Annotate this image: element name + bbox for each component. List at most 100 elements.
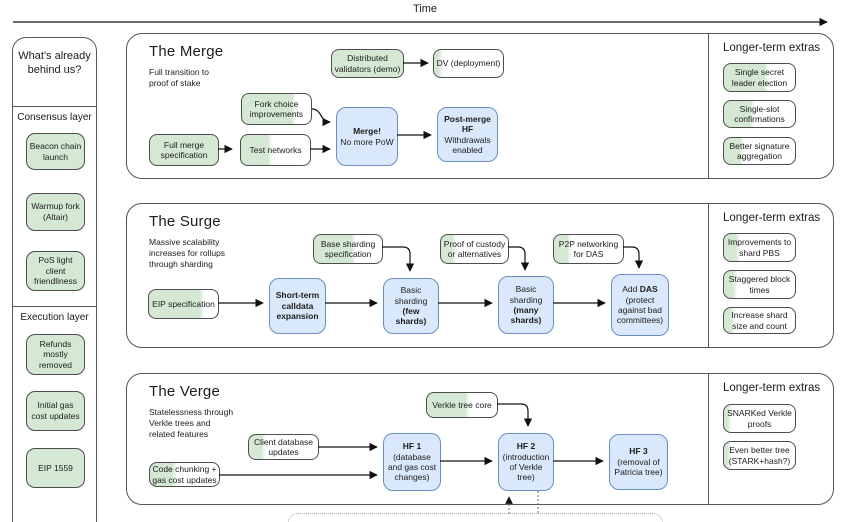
- merge-title: The Merge: [149, 43, 224, 60]
- node-label: Initial gas cost updates: [31, 400, 80, 421]
- extra-better-signature-aggregation: Better signature aggregation: [723, 137, 796, 165]
- verge-subtitle: Statelessness through Verkle trees and r…: [149, 407, 234, 440]
- merge-subtitle: Full transition to proof of stake: [149, 67, 209, 89]
- milestone-body: (database and gas cost changes): [387, 451, 437, 483]
- milestone-headline: Short-term calldata expansion: [275, 290, 320, 322]
- node-refunds-removed: Refunds mostly removed: [26, 334, 85, 375]
- node-distributed-validators: Distributed validators (demo): [331, 49, 404, 78]
- next-phase-dotted-box: [288, 513, 663, 522]
- node-client-database-updates: Client database updates: [248, 434, 319, 460]
- node-label: Single-slot confirmations: [734, 103, 785, 124]
- milestone-headline: Add DAS: [622, 284, 658, 295]
- node-short-term-calldata: Short-term calldata expansion: [269, 278, 326, 334]
- node-add-das: Add DAS (protect against bad committees): [611, 274, 669, 336]
- node-label: Staggered block times: [728, 274, 791, 295]
- node-label: Full merge specification: [160, 139, 208, 160]
- surge-title: The Surge: [149, 213, 221, 230]
- node-label: Test networks: [249, 144, 302, 155]
- behind-us-sidebar: What's already behind us? Consensus laye…: [12, 37, 97, 522]
- node-label: Improvements to shard PBS: [727, 237, 792, 258]
- node-label: EIP 1559: [38, 462, 73, 473]
- node-label: PoS light client friendliness: [34, 255, 77, 287]
- node-warmup-fork-altair: Warmup fork (Altair): [26, 193, 85, 231]
- node-label: Beacon chain launch: [29, 140, 82, 162]
- surge-extras-title: Longer-term extras: [723, 212, 821, 224]
- node-label: Fork choice improvements: [249, 98, 304, 119]
- milestone-headline: HF 1: [402, 441, 422, 452]
- milestone-body: Basic sharding: [509, 284, 543, 305]
- verge-extras-title: Longer-term extras: [723, 382, 821, 394]
- milestone-headline: Merge!: [353, 126, 381, 137]
- node-label: Distributed validators (demo): [334, 53, 401, 74]
- milestone-body: Withdrawals enabled: [444, 134, 491, 155]
- node-label: Even better tree (STARK+hash?): [728, 445, 791, 466]
- verge-title: The Verge: [149, 383, 221, 400]
- milestone-body: No more PoW: [340, 136, 394, 147]
- milestone-body: (introduction of Verkle tree): [502, 451, 550, 483]
- node-label: SNARKed Verkle proofs: [727, 408, 792, 429]
- consensus-layer-label: Consensus layer: [17, 112, 92, 123]
- execution-layer-label: Execution layer: [20, 312, 89, 323]
- milestone-headline: Post-merge HF: [444, 113, 491, 135]
- timeline-label: Time: [412, 3, 438, 15]
- node-hf1: HF 1 (database and gas cost changes): [383, 433, 441, 491]
- node-label: Increase shard size and count: [731, 310, 788, 331]
- milestone-headline: (few shards): [395, 306, 427, 327]
- node-proof-of-custody: Proof of custody or alternatives: [440, 234, 509, 264]
- extra-improvements-shard-pbs: Improvements to shard PBS: [723, 233, 796, 262]
- extra-even-better-tree: Even better tree (STARK+hash?): [723, 441, 796, 470]
- node-p2p-networking-das: P2P networking for DAS: [553, 234, 624, 264]
- node-label: P2P networking for DAS: [558, 238, 619, 259]
- verge-panel: The Verge Statelessness through Verkle t…: [126, 373, 834, 505]
- milestone-body: (removal of Patricia tree): [614, 456, 663, 478]
- node-merge-milestone: Merge! No more PoW: [336, 107, 398, 166]
- milestone-body: (protect against bad committees): [616, 294, 664, 326]
- milestone-headline: HF 3: [629, 446, 648, 457]
- node-initial-gas-cost: Initial gas cost updates: [26, 391, 85, 431]
- node-post-merge-hf: Post-merge HF Withdrawals enabled: [437, 107, 498, 162]
- extra-snarked-verkle-proofs: SNARKed Verkle proofs: [723, 404, 796, 433]
- node-label: Proof of custody or alternatives: [443, 238, 506, 259]
- sidebar-title: What's already behind us?: [18, 50, 91, 76]
- node-label: Verkle tree core: [432, 399, 492, 410]
- extra-increase-shard-size: Increase shard size and count: [723, 307, 796, 334]
- extras-divider: [708, 34, 709, 178]
- node-fork-choice: Fork choice improvements: [241, 93, 312, 125]
- node-verkle-tree-core: Verkle tree core: [426, 392, 498, 418]
- extra-staggered-block-times: Staggered block times: [723, 270, 796, 299]
- node-eip-1559: EIP 1559: [26, 448, 85, 488]
- node-code-chunking: Code chunking + gas cost updates: [149, 462, 220, 487]
- milestone-body: Basic sharding: [394, 285, 428, 306]
- node-hf2: HF 2 (introduction of Verkle tree): [498, 433, 554, 491]
- extras-divider: [708, 204, 709, 347]
- sidebar-divider: [13, 306, 96, 307]
- merge-extras-title: Longer-term extras: [723, 42, 821, 54]
- milestone-headline: HF 2: [516, 441, 536, 452]
- extra-single-secret-leader: Single secret leader election: [723, 63, 796, 92]
- surge-subtitle: Massive scalability increases for rollup…: [149, 237, 226, 270]
- node-beacon-chain-launch: Beacon chain launch: [26, 133, 85, 170]
- extra-single-slot-confirmations: Single-slot confirmations: [723, 100, 796, 128]
- node-test-networks: Test networks: [240, 134, 311, 166]
- milestone-headline: (many shards): [510, 305, 542, 326]
- node-label: Warmup fork (Altair): [31, 201, 80, 222]
- node-label: EIP specification: [152, 298, 215, 309]
- node-label: Code chunking + gas cost updates: [152, 464, 217, 485]
- node-basic-sharding-few: Basic sharding (few shards): [383, 278, 439, 334]
- node-base-sharding-spec: Base sharding specification: [313, 234, 383, 264]
- node-label: DV (deployment): [436, 58, 501, 69]
- node-basic-sharding-many: Basic sharding (many shards): [498, 276, 554, 334]
- extras-divider: [708, 374, 709, 504]
- node-label: Client database updates: [253, 436, 314, 457]
- node-pos-light-client: PoS light client friendliness: [26, 251, 85, 291]
- sidebar-divider: [13, 106, 96, 107]
- surge-panel: The Surge Massive scalability increases …: [126, 203, 834, 348]
- node-eip-specification: EIP specification: [148, 289, 219, 319]
- merge-panel: The Merge Full transition to proof of st…: [126, 33, 834, 179]
- node-label: Base sharding specification: [320, 238, 376, 259]
- node-label: Single secret leader election: [731, 67, 788, 88]
- node-label: Refunds mostly removed: [38, 338, 73, 370]
- node-label: Better signature aggregation: [729, 140, 790, 161]
- node-dv-deployment: DV (deployment): [433, 49, 504, 78]
